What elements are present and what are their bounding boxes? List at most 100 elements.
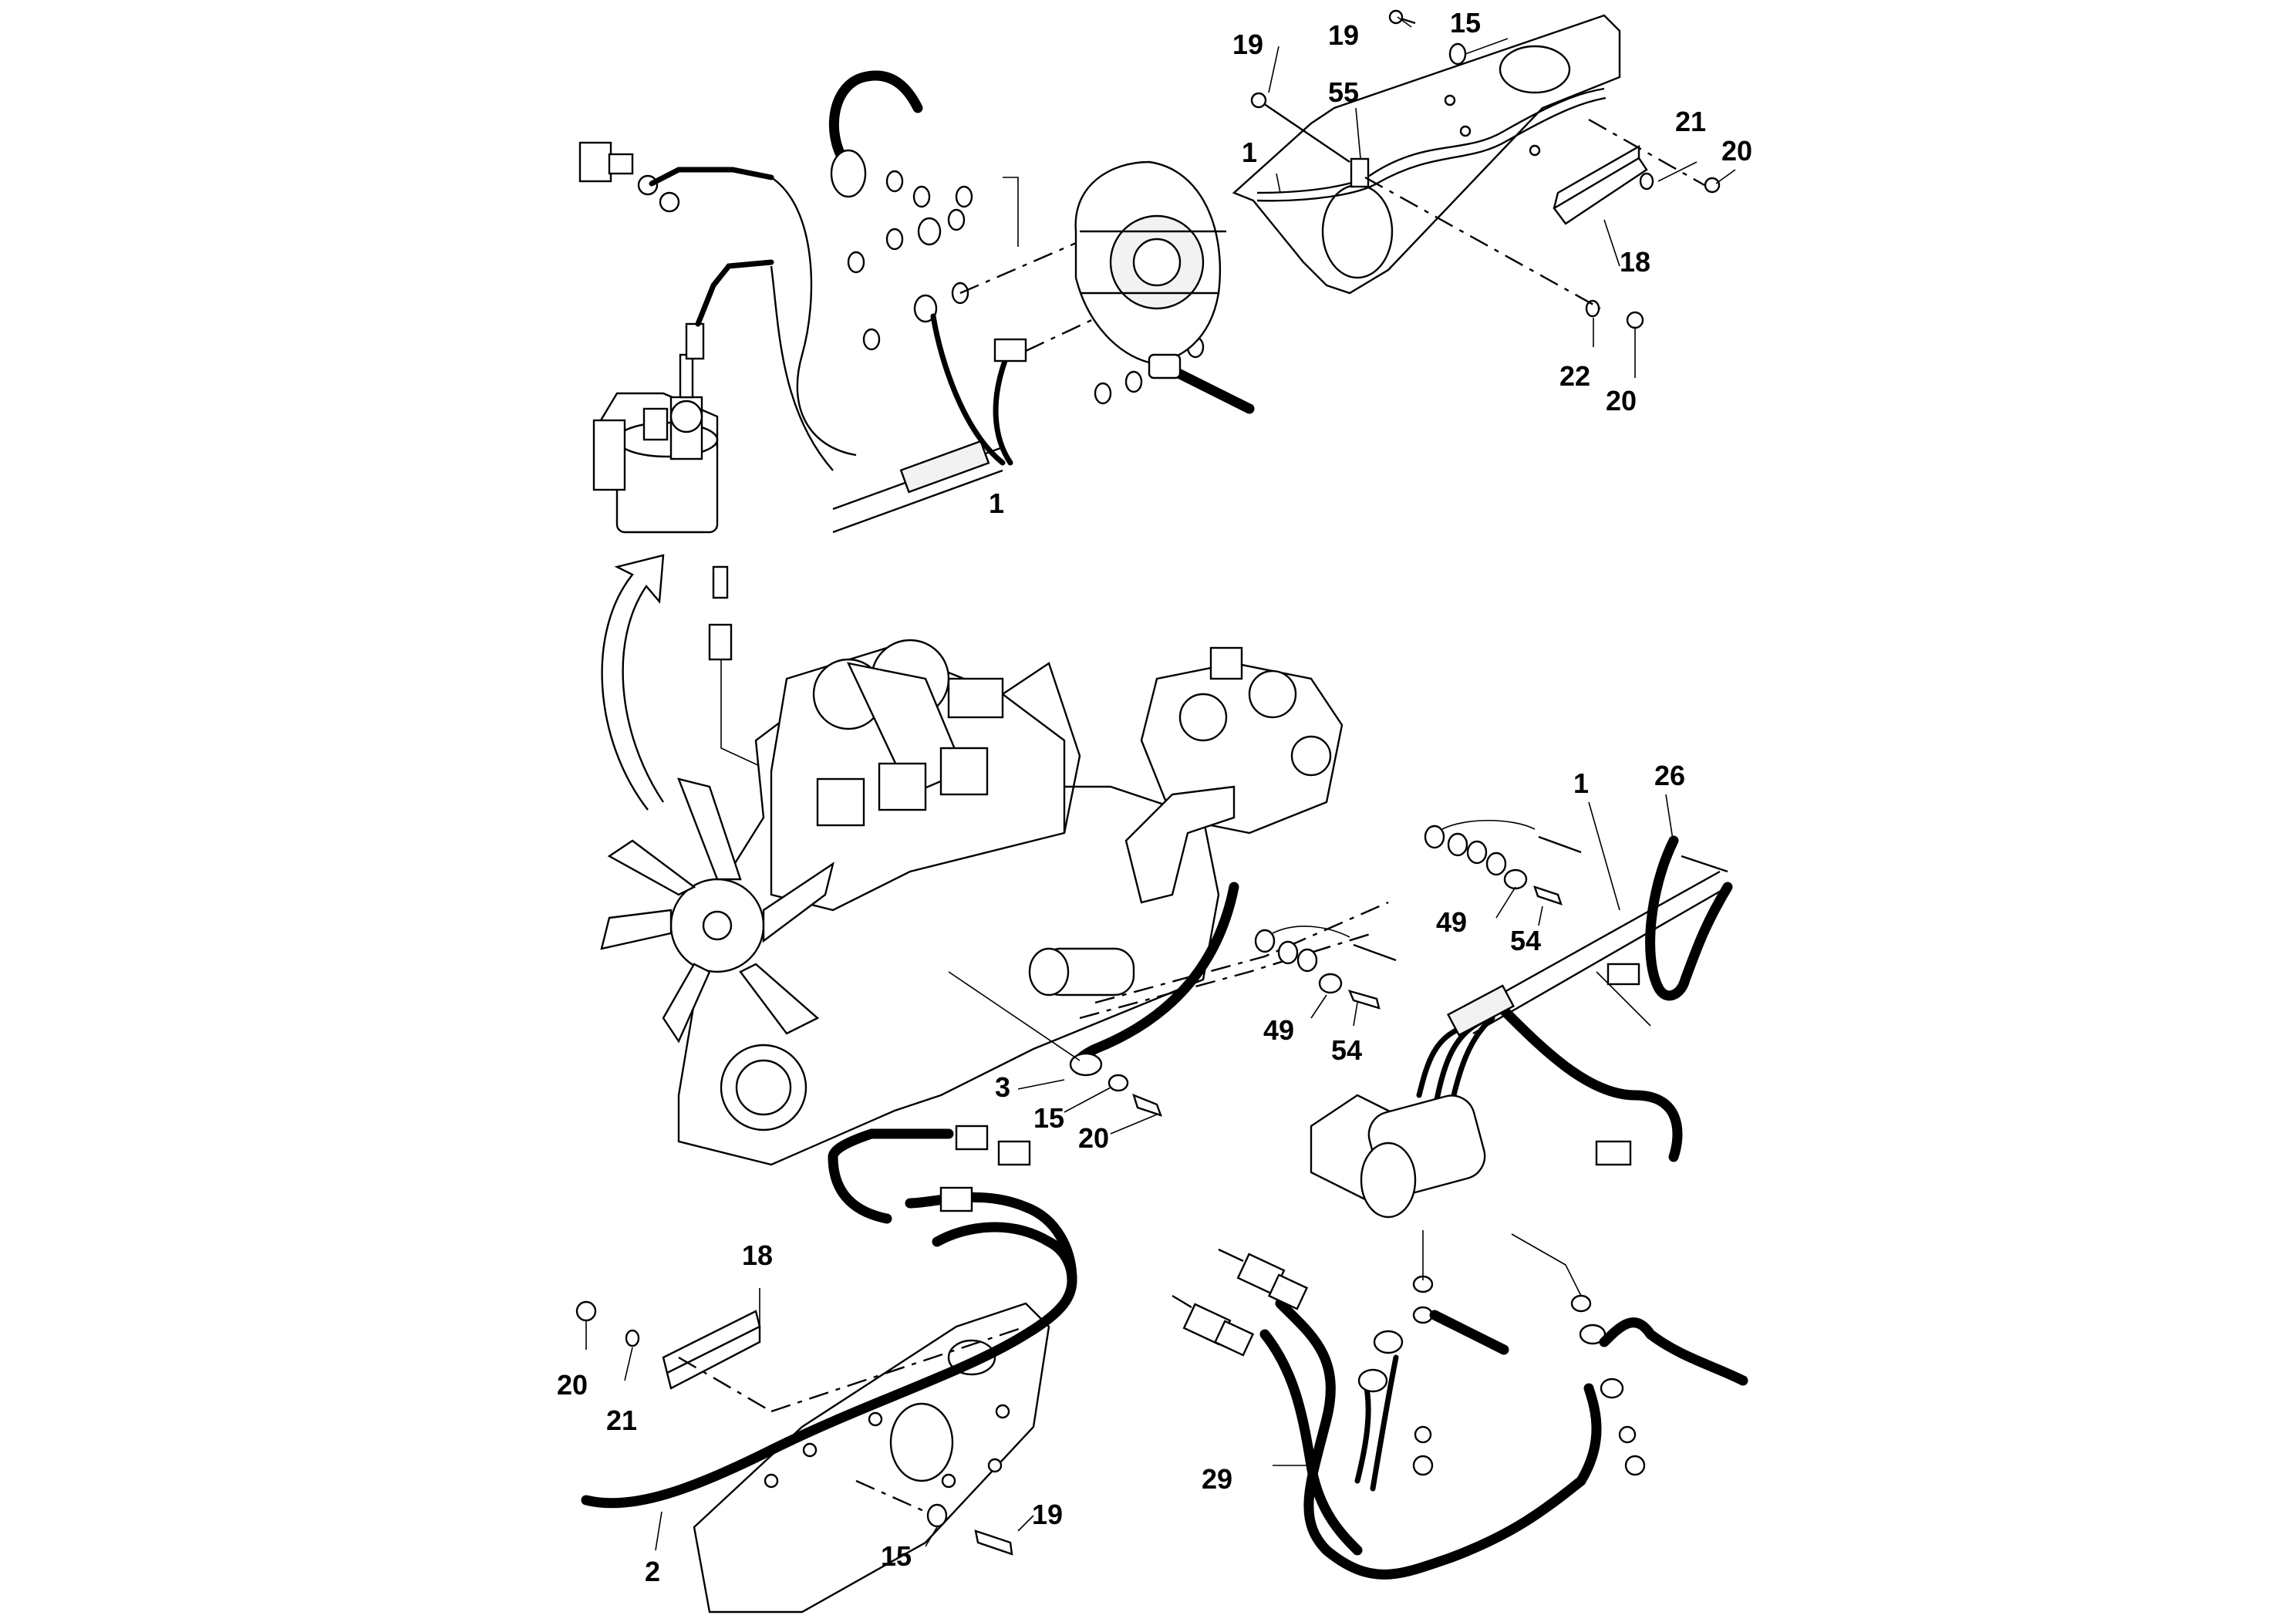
callout-1: 1 xyxy=(1242,137,1257,168)
harness-29-wire-2 xyxy=(1370,1354,1399,1492)
callout-49b: 49 xyxy=(1263,1014,1294,1046)
sender-connector xyxy=(685,322,705,360)
callout-1: 1 xyxy=(1573,767,1589,799)
callout-54a: 54 xyxy=(1510,925,1541,956)
washer-15 xyxy=(1108,1074,1129,1092)
battery-lead xyxy=(1599,1317,1748,1386)
starter-assembly xyxy=(1310,1094,1486,1219)
nut-29b xyxy=(1624,1455,1646,1476)
washer-29c xyxy=(1414,1425,1432,1444)
callout-26: 26 xyxy=(1654,760,1685,791)
callout-49a: 49 xyxy=(1436,906,1467,938)
callout-20b: 20 xyxy=(1606,385,1637,416)
top-right-plate-detail: 19 19 15 55 1 21 20 18 22 20 xyxy=(1232,7,1752,416)
alternator-wire-2 xyxy=(993,344,1013,466)
battery-leader xyxy=(1511,1233,1582,1297)
alternator-wire xyxy=(930,313,1006,466)
callout-19b: 19 xyxy=(1328,19,1359,51)
bolt-19 xyxy=(974,1529,1013,1556)
ring-terminals-lower xyxy=(1254,926,1397,1010)
connector-square xyxy=(1595,1140,1632,1166)
dash-lower xyxy=(770,1325,1027,1413)
cooling-fan xyxy=(600,777,834,1044)
harness-29-wire xyxy=(1354,1378,1371,1484)
plate-hole-large xyxy=(1321,184,1394,279)
callout-20a: 20 xyxy=(1721,135,1752,167)
harness-end xyxy=(1681,855,1728,873)
cable-2-upper xyxy=(932,1222,1077,1286)
harness-29-end xyxy=(1576,1383,1602,1486)
harness-29-connectors xyxy=(1172,1248,1309,1357)
center-line xyxy=(1025,292,1150,352)
stud-29 xyxy=(1429,1310,1509,1355)
callout-15: 15 xyxy=(1033,1102,1064,1134)
leader-line xyxy=(1003,177,1019,247)
cable-terminal xyxy=(830,149,867,198)
hydraulic-pump xyxy=(1140,646,1344,835)
harness-29 xyxy=(1275,1298,1586,1580)
washer-29b xyxy=(1412,1306,1434,1324)
clamp-cable xyxy=(1645,835,1733,1001)
callout-29: 29 xyxy=(1202,1463,1232,1495)
inline-connector xyxy=(993,338,1027,363)
alternator-washers xyxy=(847,170,1205,405)
coil-2 xyxy=(878,762,927,811)
plate-cable xyxy=(1256,87,1605,194)
callout-19a: 19 xyxy=(1232,29,1263,60)
plate-hole-small-2 xyxy=(1459,125,1472,137)
callout-18: 18 xyxy=(742,1239,773,1271)
connector-c xyxy=(939,1186,973,1212)
leader-19a xyxy=(1258,99,1350,163)
bracket-18 xyxy=(1553,157,1648,225)
callout-18: 18 xyxy=(1620,246,1650,278)
plate-hole-small xyxy=(1444,94,1456,106)
dash-line-a xyxy=(1364,176,1601,310)
starter-lead xyxy=(1499,1005,1683,1162)
bracket-18-lower xyxy=(666,1325,761,1390)
cable-2-upper-b xyxy=(905,1192,1077,1286)
washer-29d xyxy=(1570,1294,1592,1313)
conduit-a xyxy=(770,177,857,457)
connector-26 xyxy=(1607,963,1640,986)
dash-lines-center xyxy=(1079,901,1389,1020)
manifold-box xyxy=(947,677,1004,719)
plate-cable-2 xyxy=(1256,96,1607,202)
nut-20 xyxy=(575,1300,597,1322)
starter-bolt xyxy=(1167,365,1255,414)
sensor-adapter xyxy=(708,623,733,661)
leaders-center xyxy=(1017,1079,1158,1135)
washer-15-lower xyxy=(926,1503,948,1528)
battery-cable xyxy=(828,70,923,167)
lower-plate xyxy=(693,1302,1050,1614)
plate-hole-top xyxy=(1499,45,1571,94)
engine-assembly: 3 15 20 xyxy=(600,554,1389,1166)
ring-29b xyxy=(1357,1368,1388,1393)
callout-20: 20 xyxy=(1078,1122,1109,1154)
bottom-right-harness-29: 29 xyxy=(1172,1230,1748,1580)
sensor-fitting xyxy=(712,565,729,599)
callout-15: 15 xyxy=(881,1540,912,1572)
lower-plate-hole xyxy=(889,1402,954,1482)
ring-terminals-upper xyxy=(1424,819,1582,905)
callout-21: 21 xyxy=(1675,106,1706,137)
callout-55: 55 xyxy=(1328,76,1359,108)
sender-wire xyxy=(695,259,774,327)
callout-20: 20 xyxy=(557,1369,588,1401)
dash-lower-2 xyxy=(678,1356,772,1413)
bolt-head xyxy=(1148,353,1182,379)
dash-line-b xyxy=(1588,118,1705,187)
leaders-harness xyxy=(1310,794,1674,1027)
callout-54b: 54 xyxy=(1331,1034,1362,1066)
engine-mount xyxy=(1124,785,1236,904)
main-harness: 1 26 49 54 49 54 xyxy=(1254,760,1733,1219)
cable-2-loop xyxy=(828,1128,954,1224)
loom-wrap xyxy=(899,440,990,494)
bolt-20 xyxy=(1132,1093,1162,1117)
temperature-sender xyxy=(578,141,680,213)
ring-29d xyxy=(1600,1378,1624,1399)
cable-2 xyxy=(581,1275,1077,1509)
sensor-leader xyxy=(720,659,772,772)
top-left-harness-detail: 1 xyxy=(578,70,1255,534)
washer-21 xyxy=(625,1329,640,1347)
